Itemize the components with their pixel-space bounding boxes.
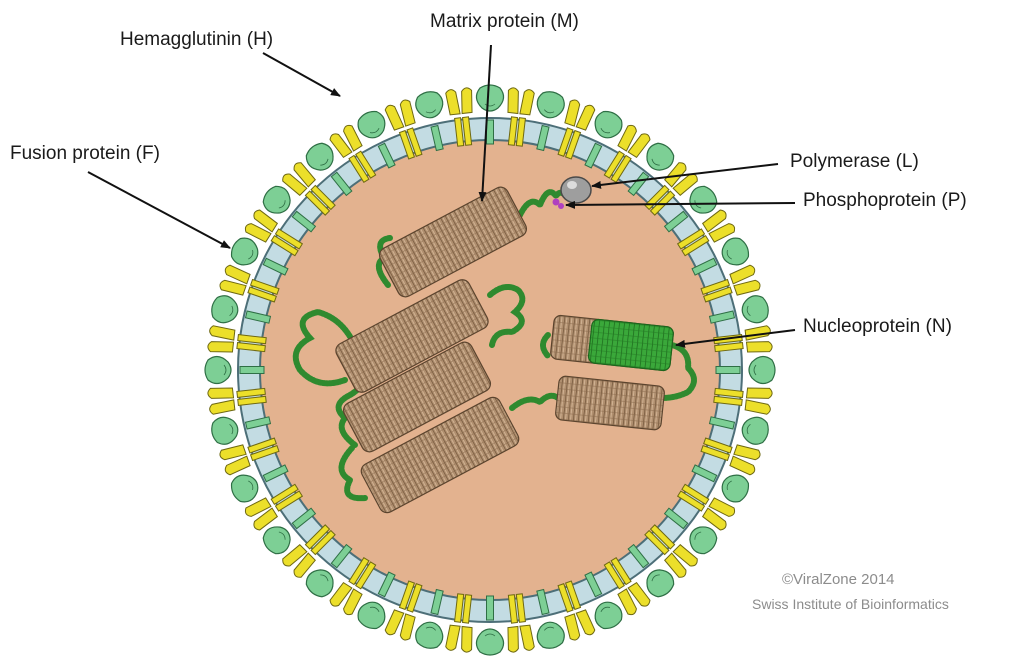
credit-line-2: Swiss Institute of Bioinformatics — [752, 597, 949, 611]
hemagglutinin-label: Hemagglutinin (H) — [120, 30, 273, 49]
arrow-fusion — [88, 172, 230, 248]
arrow-hemagglutinin — [263, 53, 340, 96]
phosphoprotein-icon — [558, 203, 564, 209]
credit-line-1: ©ViralZone 2014 — [782, 572, 895, 587]
matrix-protein-label: Matrix protein (M) — [430, 12, 579, 31]
polymerase-highlight — [567, 181, 577, 189]
polymerase-label: Polymerase (L) — [790, 152, 919, 171]
polymerase-icon — [561, 177, 591, 203]
fusion-protein-label: Fusion protein (F) — [10, 144, 160, 163]
phosphoprotein-label: Phosphoprotein (P) — [803, 191, 967, 210]
nucleoprotein-label: Nucleoprotein (N) — [803, 317, 952, 336]
